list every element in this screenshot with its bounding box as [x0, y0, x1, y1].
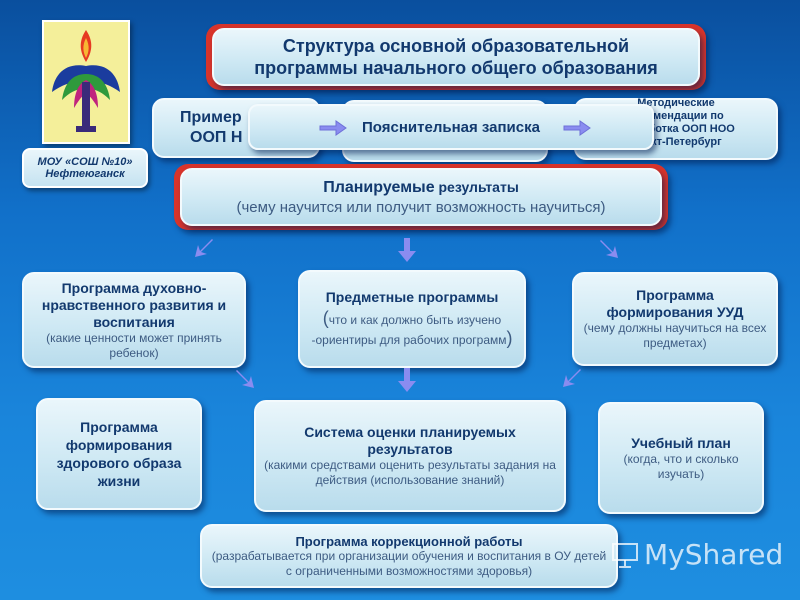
planned-title-rest: результаты — [434, 178, 519, 195]
spiritual-program-subtitle: (какие ценности может принять ребенок) — [46, 330, 222, 360]
curriculum-box: Учебный план (когда, что и сколько изуча… — [598, 402, 764, 514]
down-right-arrow-icon-2 — [236, 370, 254, 388]
explanatory-note-box: Пояснительная записка — [248, 104, 654, 150]
school-name: МОУ «СОШ №10» — [37, 156, 133, 168]
healthy-lifestyle-title: Программа формирования здорового образа … — [56, 419, 182, 489]
subject-programs-title: Предметные программы — [325, 289, 499, 305]
school-caption: МОУ «СОШ №10» Нефтеюганск — [22, 148, 148, 188]
correction-program-box: Программа коррекционной работы (разрабат… — [200, 524, 618, 588]
title-line-1: Структура основной образовательной — [282, 36, 630, 56]
spiritual-program-box: Программа духовно-нравственного развития… — [22, 272, 246, 368]
uud-program-subtitle: (чему должны научиться на всех предметах… — [583, 321, 767, 350]
correction-program-title: Программа коррекционной работы — [295, 533, 523, 549]
right-arrow-icon — [319, 120, 347, 136]
healthy-lifestyle-box: Программа формирования здорового образа … — [36, 398, 202, 510]
assessment-system-box: Система оценки планируемых результатов (… — [254, 400, 566, 512]
page-title: Структура основной образовательной прогр… — [212, 28, 700, 86]
title-line-2: программы начального общего образования — [254, 58, 658, 78]
assessment-system-title: Система оценки планируемых результатов — [304, 424, 516, 457]
right-arrow-icon-2 — [563, 120, 591, 136]
presentation-icon — [612, 542, 638, 568]
uud-program-title: Программа формирования УУД — [606, 287, 744, 320]
methodical-line-1: Методические — [637, 97, 715, 109]
sample-program-line-2: ООП Н — [190, 129, 243, 146]
down-arrow-icon — [398, 238, 416, 262]
school-city: Нефтеюганск — [45, 168, 125, 180]
school-logo — [42, 20, 130, 144]
subject-paren-close: ) — [506, 328, 513, 348]
curriculum-title: Учебный план — [631, 434, 731, 451]
subject-programs-box: Предметные программы (что и как должно б… — [298, 270, 526, 368]
watermark-text: MyShared — [644, 538, 784, 571]
spiritual-program-title: Программа духовно-нравственного развития… — [41, 279, 227, 330]
torch-emblem-icon — [52, 30, 120, 132]
explanatory-note-label: Пояснительная записка — [362, 118, 540, 136]
correction-program-subtitle: (разрабатывается при организации обучени… — [211, 548, 607, 578]
uud-program-box: Программа формирования УУД (чему должны … — [572, 272, 778, 366]
down-left-arrow-icon-2 — [563, 369, 581, 387]
down-left-arrow-icon — [195, 239, 213, 257]
planned-title-main: Планируемые — [323, 178, 435, 196]
watermark: MyShared — [610, 538, 783, 571]
subject-subtitle-text: что и как должно быть изучено -ориентиры… — [311, 313, 507, 347]
down-arrow-icon-2 — [398, 368, 416, 392]
down-right-arrow-icon — [600, 240, 618, 258]
planned-results-box: Планируемые результаты (чему научится ил… — [180, 168, 662, 226]
subject-paren-open: ( — [322, 308, 329, 328]
planned-results-subtitle: (чему научится или получит возможность н… — [236, 198, 606, 216]
sample-program-line-1: Пример — [180, 109, 242, 126]
assessment-system-subtitle: (какими средствами оценить результаты за… — [264, 458, 556, 487]
planned-results-title: Планируемые результаты — [323, 177, 519, 198]
subject-programs-subtitle: (что и как должно быть изучено -ориентир… — [308, 309, 516, 349]
curriculum-subtitle: (когда, что и сколько изучать) — [623, 451, 739, 481]
